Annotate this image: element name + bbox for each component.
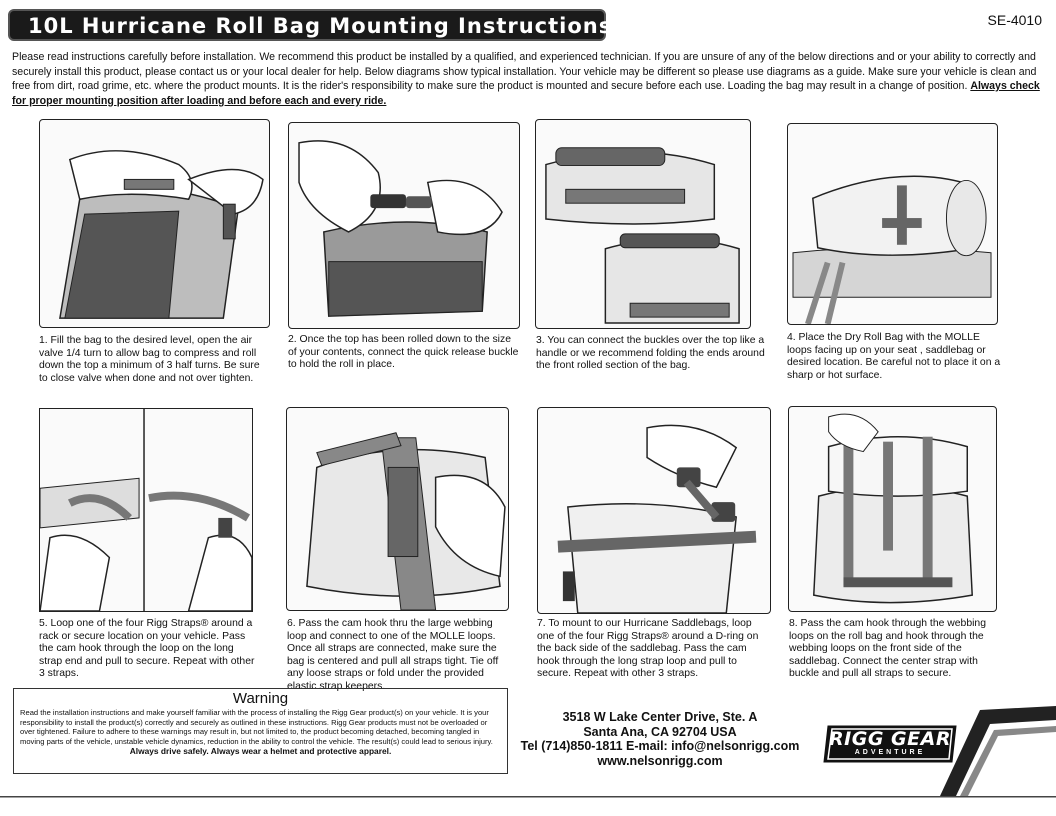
step-6-text: 6. Pass the cam hook thru the large webb… — [287, 618, 499, 692]
bag-rolling-illustration — [59, 150, 264, 319]
step-6-illustration — [286, 407, 509, 611]
buckle-handle-illustration — [545, 147, 740, 324]
step-1-illustration — [39, 119, 270, 328]
step-5-text: 5. Loop one of the four Rigg Straps® aro… — [39, 618, 255, 680]
logo-text: RIGG GEAR — [829, 728, 951, 750]
step-4-illustration — [787, 123, 998, 325]
cam-hook-molle-illustration — [306, 432, 506, 610]
step-3-illustration — [535, 119, 751, 329]
saddlebag-d-ring-illustration — [557, 424, 757, 613]
rigg-gear-logo: RIGG GEAR ADVENTURE — [822, 724, 958, 764]
contact-block: 3518 W Lake Center Drive, Ste. A Santa A… — [510, 710, 810, 768]
intro-emphasis: Always check for proper mounting positio… — [12, 80, 1040, 107]
intro-paragraph: Please read instructions carefully befor… — [12, 50, 1046, 108]
bottom-rule — [0, 796, 1056, 798]
logo-subtext: ADVENTURE — [854, 749, 926, 756]
warning-footer: Always drive safely. Always wear a helme… — [129, 746, 392, 757]
website: www.nelsonrigg.com — [597, 753, 723, 768]
step-5-illustration — [39, 408, 253, 612]
phone-email: Tel (714)850-1811 E-mail: info@nelsonrig… — [520, 739, 800, 753]
document-title: 10L Hurricane Roll Bag Mounting Instruct… — [8, 9, 611, 41]
step-7-illustration — [537, 407, 771, 614]
bag-on-seat-illustration — [792, 175, 992, 324]
buckle-connect-illustration — [298, 140, 503, 317]
address-line-1: 3518 W Lake Center Drive, Ste. A — [562, 710, 758, 724]
step-8-text: 8. Pass the cam hook through the webbing… — [789, 618, 986, 680]
warning-box: Warning Read the installation instructio… — [13, 688, 508, 774]
step-1-text: 1. Fill the bag to the desired level, op… — [39, 335, 260, 384]
step-4-text: 4. Place the Dry Roll Bag with the MOLLE… — [787, 332, 1001, 381]
document-code: SE-4010 — [987, 12, 1042, 28]
step-2-illustration — [288, 122, 520, 329]
roll-bag-on-saddlebag-illustration — [812, 413, 973, 604]
step-2-text: 2. Once the top has been rolled down to … — [288, 334, 519, 371]
warning-title: Warning — [232, 690, 289, 707]
warning-body: Read the installation instructions and m… — [20, 708, 493, 746]
logo-badge-shape — [823, 725, 957, 763]
corner-swoosh-graphic — [940, 706, 1056, 796]
step-7-text: 7. To mount to our Hurricane Saddlebags,… — [537, 618, 759, 680]
step-3-text: 3. You can connect the buckles over the … — [536, 335, 765, 372]
strap-around-rack-illustration — [40, 409, 252, 611]
address-line-2: Santa Ana, CA 92704 USA — [583, 724, 737, 739]
step-8-illustration — [788, 406, 997, 612]
intro-text: Please read instructions carefully befor… — [12, 51, 1037, 93]
